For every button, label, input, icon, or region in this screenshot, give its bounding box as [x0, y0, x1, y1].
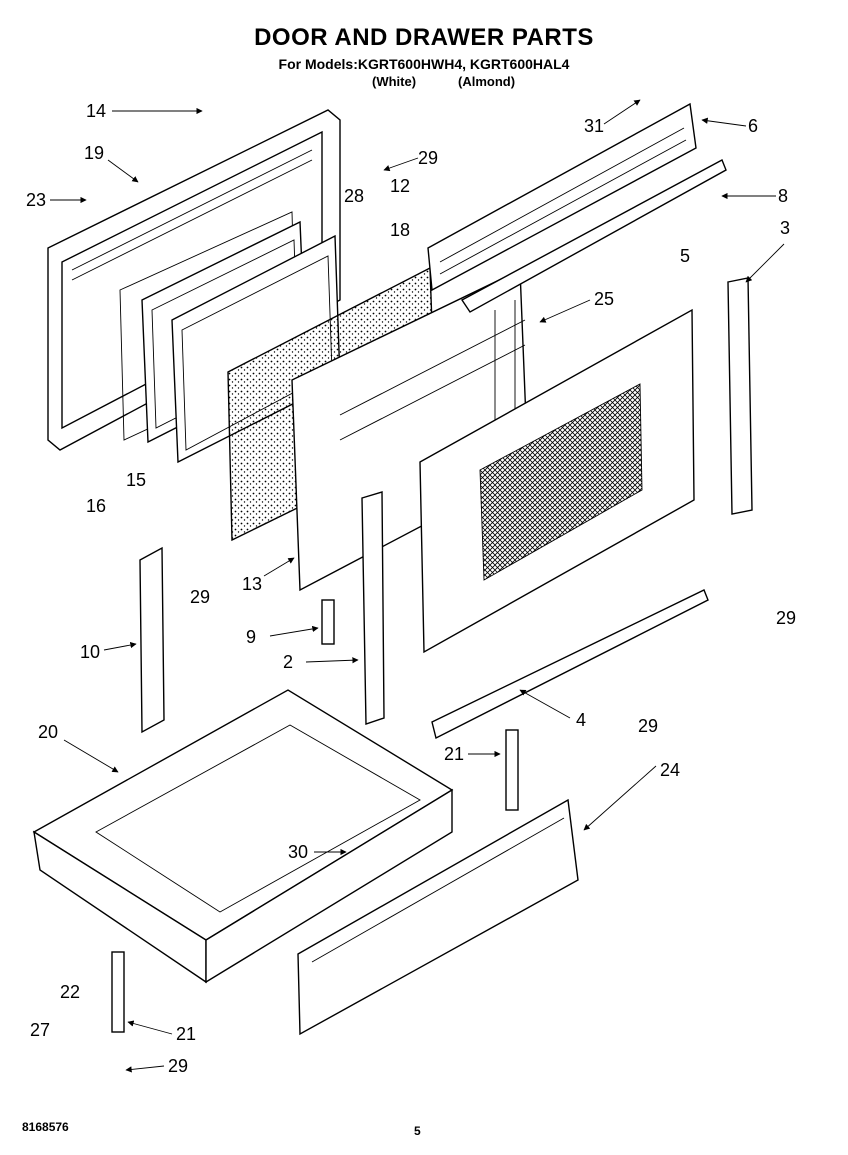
left-hinge-bracket-part — [139, 546, 165, 734]
callout-label: 29 — [168, 1056, 188, 1076]
callout-label: 6 — [748, 116, 758, 136]
variant-almond-label: (Almond) — [458, 74, 516, 89]
document-number: 8168576 — [22, 1120, 69, 1134]
callout-label: 13 — [242, 574, 262, 594]
right-side-trim-part — [727, 277, 753, 515]
callout-label: 12 — [390, 176, 410, 196]
bottom-rail-part — [431, 589, 709, 740]
callout-label: 29 — [190, 587, 210, 607]
callout-label: 3 — [780, 218, 790, 238]
vent-trim-part — [427, 102, 697, 292]
spacer-part — [321, 599, 335, 645]
callout-label: 9 — [246, 627, 256, 647]
drawer-body-part — [32, 689, 454, 984]
callout-label: 27 — [30, 1020, 50, 1040]
variant-white-label: (White) — [372, 74, 417, 89]
callout-label: 23 — [26, 190, 46, 210]
callout-label: 30 — [288, 842, 308, 862]
callout-label: 5 — [680, 246, 690, 266]
callout-label: 31 — [584, 116, 604, 136]
callout-label: 28 — [344, 186, 364, 206]
diagram-title: DOOR AND DRAWER PARTS — [254, 24, 594, 51]
callout-label: 14 — [86, 101, 106, 121]
callout-label: 21 — [176, 1024, 196, 1044]
leader-arrows — [50, 99, 785, 1073]
outer-door-panel-part — [419, 308, 695, 654]
callout-label: 4 — [576, 710, 586, 730]
callout-label: 19 — [84, 143, 104, 163]
drawer-slide-lower-part — [111, 951, 125, 1033]
callout-label: 10 — [80, 642, 100, 662]
callout-labels: 14 19 23 28 29 12 18 31 6 8 3 5 25 16 15… — [26, 101, 796, 1076]
drawer-front-panel-part — [297, 798, 579, 1036]
callout-label: 29 — [776, 608, 796, 628]
callout-label: 29 — [418, 148, 438, 168]
page-number: 5 — [414, 1124, 421, 1138]
door-handle-part — [460, 159, 727, 313]
callout-label: 18 — [390, 220, 410, 240]
callout-label: 25 — [594, 289, 614, 309]
callout-label: 21 — [444, 744, 464, 764]
model-numbers: For Models:KGRT600HWH4, KGRT600HAL4 — [278, 56, 570, 72]
callout-label: 15 — [126, 470, 146, 490]
callout-label: 2 — [283, 652, 293, 672]
callout-label: 24 — [660, 760, 680, 780]
support-channel-part — [361, 491, 385, 725]
callout-label: 20 — [38, 722, 58, 742]
callout-label: 22 — [60, 982, 80, 1002]
callout-label: 8 — [778, 186, 788, 206]
callout-label: 16 — [86, 496, 106, 516]
drawer-slide-upper-part — [505, 729, 519, 811]
callout-label: 29 — [638, 716, 658, 736]
